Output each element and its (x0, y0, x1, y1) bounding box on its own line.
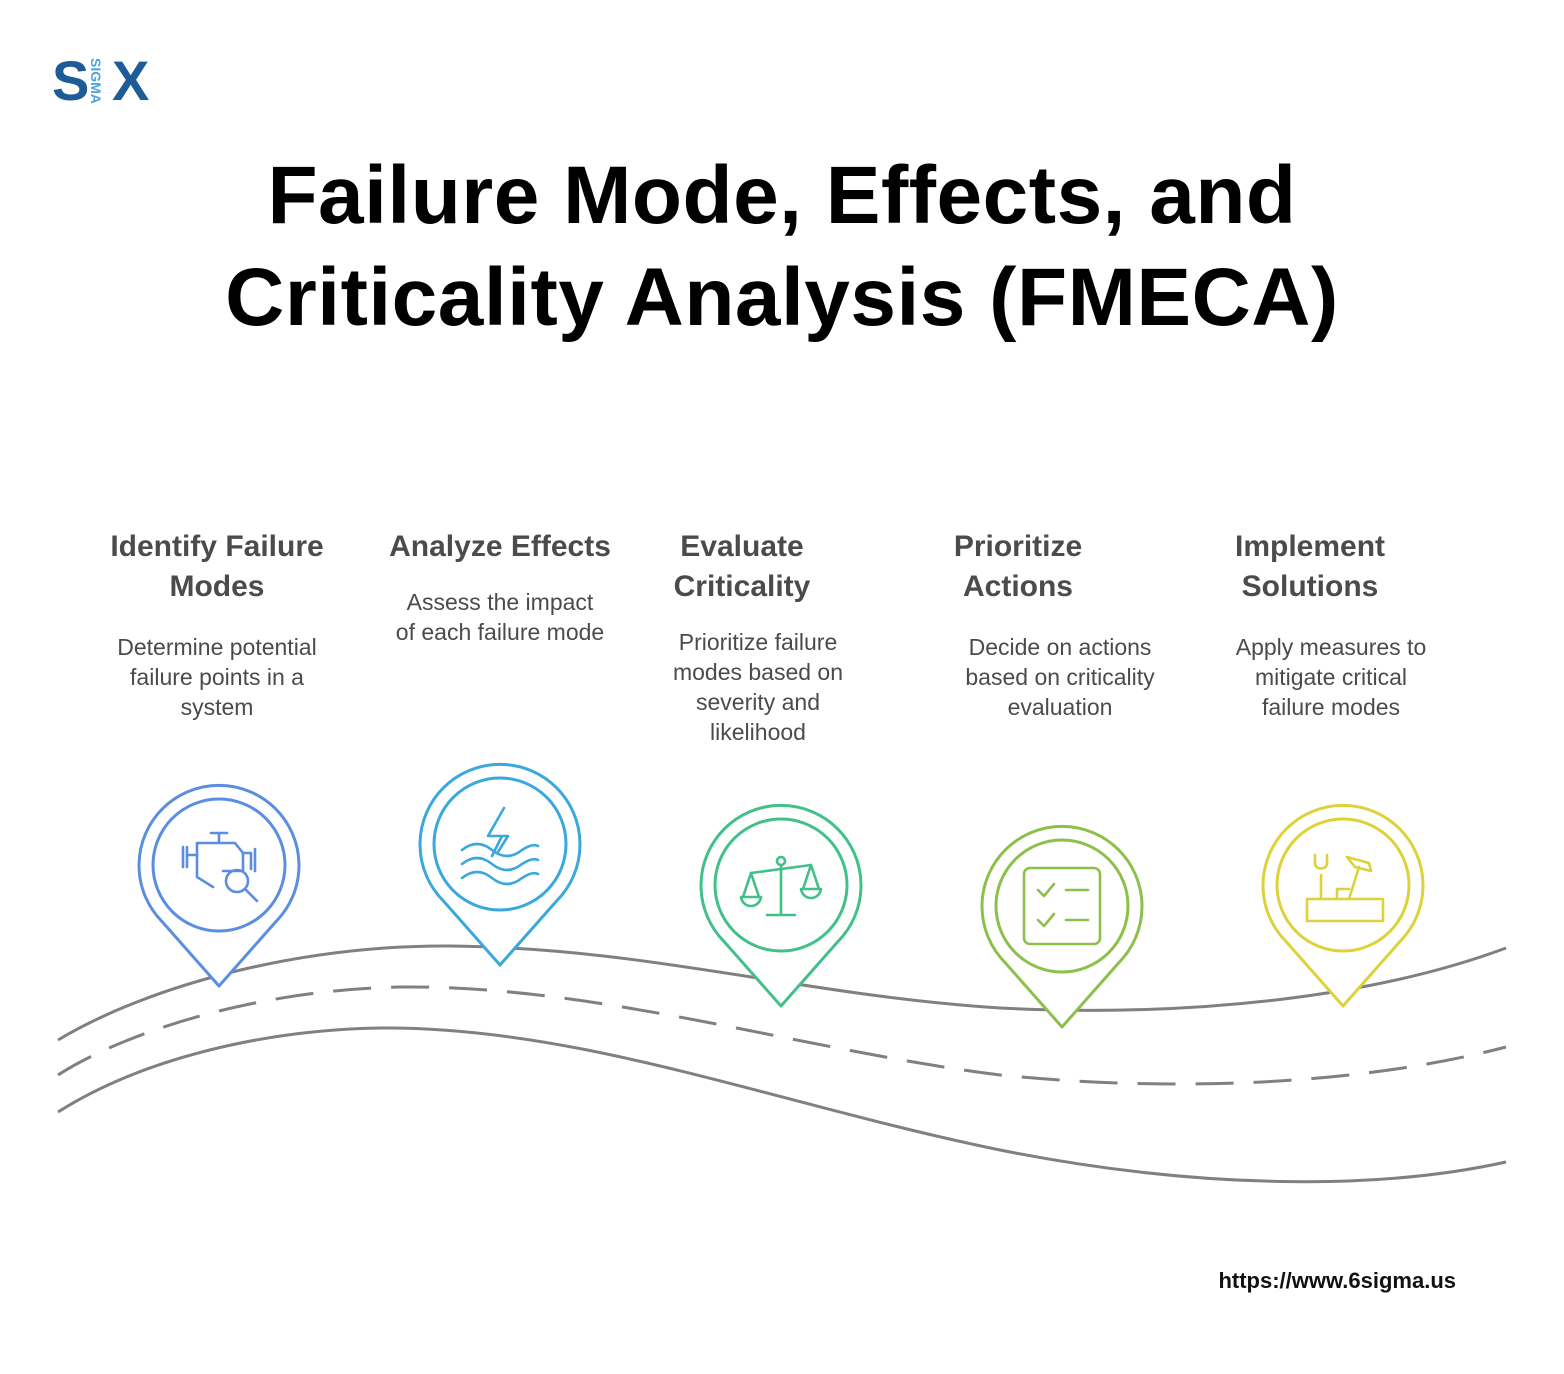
logo-letter-s: S (52, 49, 90, 112)
step-3-desc-line-1: Prioritize failure (678, 629, 838, 655)
step-4-description: Decide on actions based on criticality e… (935, 632, 1185, 722)
step-5-desc-line-1: Apply measures to (1235, 634, 1427, 660)
step-4-desc-line-1: Decide on actions (968, 634, 1152, 660)
step-5-desc-line-3: failure modes (1261, 694, 1401, 720)
step-2-description: Assess the impact of each failure mode (370, 587, 630, 647)
step-4-title-line-1: Prioritize (953, 530, 1083, 563)
road-center-line (57, 985, 1507, 1086)
step-1-desc-line-1: Determine potential (117, 634, 317, 660)
step-3-title: Evaluate Criticality (622, 527, 862, 607)
road-bottom-edge (57, 1026, 1507, 1184)
step-3-desc-line-4: likelihood (710, 719, 806, 745)
logo-letter-x: X (112, 49, 150, 112)
logo-sigma-text: SIGMA (88, 58, 104, 104)
title-line-1: Failure Mode, Effects, and (267, 150, 1297, 241)
step-1-desc-line-2: failure points in a (130, 664, 304, 690)
step-3-desc-line-3: severity and (695, 689, 820, 715)
step-1-description: Determine potential failure points in a … (92, 632, 342, 722)
toolbox-icon (1305, 853, 1385, 923)
title-line-2: Criticality Analysis (FMECA) (225, 252, 1339, 343)
step-2-title: Analyze Effects (370, 527, 630, 567)
step-1-title: Identify Failure Modes (92, 527, 342, 607)
lightning-waves-icon (460, 806, 540, 886)
step-2-pin (418, 762, 582, 967)
step-4-pin (980, 824, 1144, 1029)
checklist-icon (1022, 866, 1102, 946)
step-5-title-line-1: Implement (1234, 530, 1386, 563)
step-1-title-line-1: Identify Failure (110, 530, 324, 563)
step-4-title: Prioritize Actions (898, 527, 1138, 607)
step-4-title-line-2: Actions (962, 570, 1073, 603)
step-3-title-line-1: Evaluate (680, 530, 804, 563)
step-4-desc-line-2: based on criticality (965, 664, 1155, 690)
step-5-desc-line-2: mitigate critical (1254, 664, 1408, 690)
sixsigma-logo: S SIGMA X (52, 50, 172, 112)
step-4-desc-line-3: evaluation (1007, 694, 1113, 720)
step-3-description: Prioritize failure modes based on severi… (638, 627, 878, 747)
footer-url: https://www.6sigma.us (1218, 1268, 1456, 1293)
step-3-title-line-2: Criticality (673, 570, 811, 603)
step-2-title-line-1: Analyze Effects (389, 530, 611, 563)
step-2-desc-line-1: Assess the impact (406, 589, 594, 615)
step-5-title: Implement Solutions (1190, 527, 1430, 607)
page-title: Failure Mode, Effects, and Criticality A… (0, 145, 1564, 349)
step-5-title-line-2: Solutions (1241, 570, 1379, 603)
engine-search-icon (181, 831, 259, 903)
step-3-desc-line-2: modes based on (672, 659, 844, 685)
step-1-desc-line-3: system (180, 694, 254, 720)
step-1-title-line-2: Modes (169, 570, 265, 603)
step-1-pin (137, 783, 301, 988)
step-2-desc-line-2: of each failure mode (395, 619, 605, 645)
road-top-edge (57, 944, 1507, 1042)
step-5-description: Apply measures to mitigate critical fail… (1206, 632, 1456, 722)
step-3-pin (699, 803, 863, 1008)
step-5-pin (1261, 803, 1425, 1008)
balance-scale-icon (739, 855, 823, 917)
